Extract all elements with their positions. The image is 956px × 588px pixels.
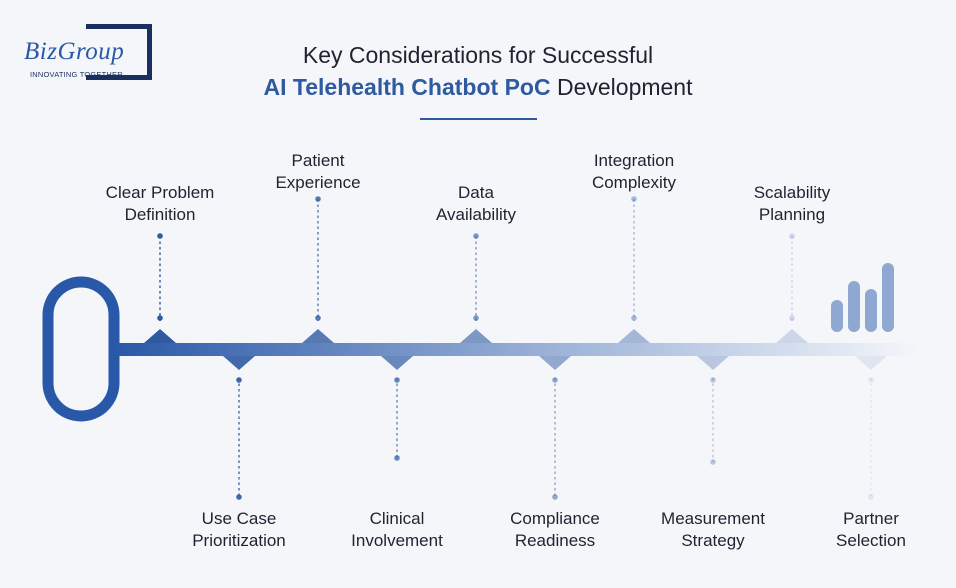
step-marker-up — [460, 329, 492, 343]
step-marker-up — [776, 329, 808, 343]
step-dot — [789, 233, 795, 239]
title-rest: Development — [550, 74, 693, 100]
step-label-line-2: Prioritization — [192, 531, 286, 550]
step-label-line-1: Partner — [843, 509, 899, 528]
step-label-line-1: Use Case — [201, 509, 277, 528]
step-marker-up — [618, 329, 650, 343]
timeline-bar — [114, 343, 920, 356]
step-dot — [315, 196, 321, 202]
step-label-line-1: Integration — [593, 151, 675, 170]
page-title-line-1: Key Considerations for Successful — [302, 42, 654, 68]
step-label-line-1: Clinical — [369, 509, 425, 528]
step-dot — [710, 459, 716, 465]
step-dot — [631, 196, 637, 202]
step-marker-down — [855, 356, 887, 370]
step-dot — [868, 377, 874, 383]
step-dot — [789, 315, 795, 321]
step-label-line-2: Planning — [758, 205, 826, 224]
step-label-line-2: Involvement — [351, 531, 443, 550]
step-dot — [157, 315, 163, 321]
page-title-line-2: AI Telehealth Chatbot PoC Development — [0, 72, 956, 102]
step-label-line-1: Measurement — [661, 509, 765, 528]
logo-frame — [86, 24, 152, 80]
step-dot — [868, 494, 874, 500]
step-marker-down — [539, 356, 571, 370]
step-label-line-2: Readiness — [514, 531, 596, 550]
step-dot — [552, 377, 558, 383]
step-marker-up — [144, 329, 176, 343]
step-label-line-1: Scalability — [753, 183, 831, 202]
title-highlight: AI Telehealth Chatbot PoC — [263, 74, 551, 100]
step-dot — [473, 315, 479, 321]
step-label-line-1: Clear Problem — [105, 183, 215, 202]
step-dot — [552, 494, 558, 500]
logo-tagline: INNOVATING TOGETHER — [30, 70, 123, 79]
step-label-line-1: Patient — [291, 151, 345, 170]
step-dot — [157, 233, 163, 239]
step-marker-down — [697, 356, 729, 370]
step-dot — [631, 315, 637, 321]
step-dot — [236, 494, 242, 500]
step-label-line-2: Strategy — [681, 531, 745, 550]
step-label-line-2: Selection — [836, 531, 906, 550]
step-marker-down — [223, 356, 255, 370]
step-dot — [394, 455, 400, 461]
step-dot — [315, 315, 321, 321]
timeline-steps — [144, 196, 887, 500]
bizgroup-logo: BizGroup INNOVATING TOGETHER — [22, 24, 156, 82]
step-marker-up — [302, 329, 334, 343]
step-label-line-2: Experience — [275, 173, 361, 192]
logo-wordmark: BizGroup — [24, 38, 127, 66]
step-label-line-2: Definition — [124, 205, 196, 224]
step-dot — [394, 377, 400, 383]
timeline-start-capsule — [42, 276, 120, 422]
step-label-line-1: Compliance — [510, 509, 600, 528]
bar-chart-icon — [831, 263, 894, 332]
step-dot — [710, 377, 716, 383]
step-label-line-1: Data — [458, 183, 494, 202]
step-dot — [236, 377, 242, 383]
step-marker-down — [381, 356, 413, 370]
step-label-line-2: Availability — [435, 205, 516, 224]
step-label-line-2: Complexity — [591, 173, 677, 192]
step-dot — [473, 233, 479, 239]
title-underline — [420, 118, 537, 120]
